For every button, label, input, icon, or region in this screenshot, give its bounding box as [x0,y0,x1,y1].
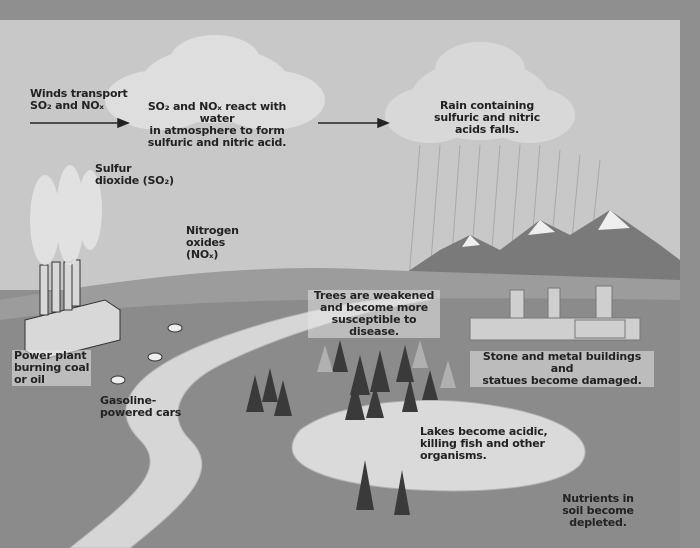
rain-cloud [385,42,575,143]
arrow-react [318,117,391,129]
city-buildings [469,285,641,341]
label-power-plant: Power plant burning coal or oil [12,349,92,386]
label-nutrients-depleted: Nutrients in soil become depleted. [562,492,634,529]
cars [110,323,183,385]
forest-trees [246,340,438,515]
label-rain-falls: Rain containing sulfuric and nitric acid… [433,99,541,136]
arrow-winds [30,117,131,129]
faded-trees [317,340,456,388]
cloud-left [105,35,325,130]
label-trees-weakened: Trees are weakened and become more susce… [308,290,440,338]
label-buildings-damaged: Stone and metal buildings and statues be… [470,351,654,387]
label-lakes-acidic: Lakes become acidic, killing fish and ot… [420,425,548,462]
label-gasoline-cars: Gasoline- powered cars [100,394,182,419]
power-plant [24,259,121,361]
label-react-in-atmosphere: SO₂ and NOₓ react with water in atmosphe… [147,100,287,149]
smoke-plumes [30,165,102,265]
label-sulfur-dioxide: Sulfur dioxide (SO₂) [95,162,174,187]
label-winds-transport: Winds transport SO₂ and NOₓ [30,87,128,112]
label-nitrogen-oxides: Nitrogen oxides (NOₓ) [186,224,239,261]
